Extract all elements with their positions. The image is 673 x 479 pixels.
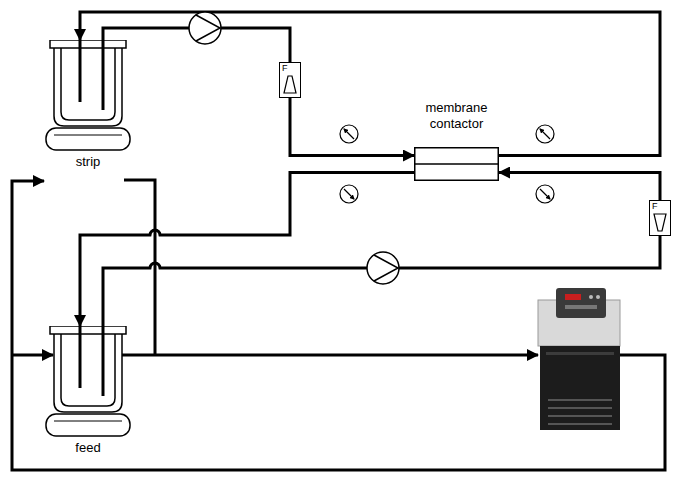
stirrer-plate xyxy=(54,135,122,136)
pressure-gauge xyxy=(340,185,358,203)
vessel-label: strip xyxy=(44,154,132,170)
contactor-housing xyxy=(415,148,499,181)
thermostat-bath xyxy=(538,288,620,430)
vessel-drawing xyxy=(44,326,132,438)
inlet-tube xyxy=(79,40,82,102)
pressure-gauge xyxy=(536,185,554,203)
pipe-connector xyxy=(103,236,660,326)
thermostat-line xyxy=(124,180,155,355)
pressure-gauge xyxy=(340,125,358,143)
vessel-lid xyxy=(50,40,126,48)
flow-meter-letter: F xyxy=(650,201,670,211)
outlet-tube xyxy=(102,40,105,110)
jacketed-vessel: strip xyxy=(44,40,132,170)
vessel-label: feed xyxy=(44,440,132,456)
vessel-inner xyxy=(61,48,115,120)
vessel-jacket xyxy=(54,334,122,412)
stirrer-plate xyxy=(46,128,130,150)
thermostat-line xyxy=(12,181,665,470)
pipe-connector xyxy=(499,173,660,201)
flow-meter: F xyxy=(649,200,671,236)
pipe-connector xyxy=(80,173,414,327)
stirrer-plate xyxy=(54,421,122,422)
vessel-jacket xyxy=(54,48,122,126)
inlet-tube xyxy=(79,326,82,388)
contactor-membrane xyxy=(414,163,499,165)
pump-symbol xyxy=(189,12,221,44)
flow-meter-taper xyxy=(654,214,666,231)
contactor-label: membrane contactor xyxy=(414,100,499,132)
jacketed-vessel: feed xyxy=(44,326,132,456)
vessel-drawing xyxy=(44,40,132,152)
vessel-lid xyxy=(50,326,126,334)
thermostat-line xyxy=(12,354,53,357)
membrane-contactor: membrane contactor xyxy=(414,100,499,181)
vessel-inner xyxy=(61,334,115,406)
pressure-gauge xyxy=(536,125,554,143)
contactor-body xyxy=(414,132,499,181)
contactor-drawing xyxy=(414,132,499,181)
outlet-tube xyxy=(102,326,105,396)
thermostat-lines xyxy=(12,180,665,470)
stirrer-plate xyxy=(46,414,130,436)
pump-symbol xyxy=(367,252,399,284)
pipe-connector xyxy=(290,98,414,156)
flow-meter-letter: F xyxy=(280,63,300,73)
pipe-connector xyxy=(80,12,660,156)
thermostat-line xyxy=(122,354,538,357)
flow-meter-taper xyxy=(284,76,296,93)
flow-meter: F xyxy=(279,62,301,98)
